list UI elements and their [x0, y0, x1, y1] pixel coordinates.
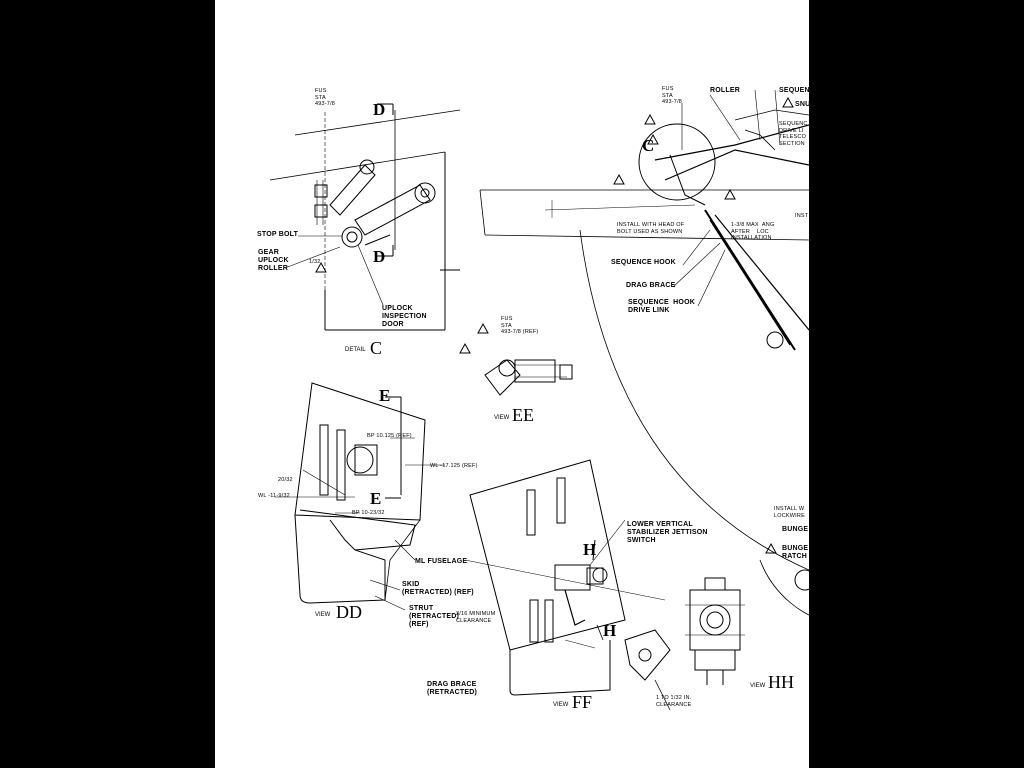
- view-ff-section-letter-top: H: [583, 540, 597, 559]
- drag-brace-retracted-label: DRAG BRACE (RETRACTED): [427, 681, 478, 696]
- min-clearance-label: 3/16 MINIMUM CLEARANCE: [456, 611, 496, 624]
- view-dd-caption-letter: DD: [336, 602, 362, 622]
- view-ff-caption-letter: FF: [572, 692, 593, 712]
- drag-brace-label: DRAG BRACE: [626, 282, 676, 289]
- bp-bottom-label: BP 10-23/32: [352, 510, 385, 516]
- sequence-telescoping-label: SEQUENC DRIVE LI TELESCO SECTION: [779, 121, 808, 147]
- view-ff-section-letter-bottom: H: [603, 621, 617, 640]
- view-ee-caption-word: VIEW: [494, 415, 510, 421]
- detail-c-section-letter-bottom: D: [373, 247, 386, 266]
- wl-left-label: WL -11-9/32: [258, 493, 290, 499]
- max-after-lock-note: 1-3/8 MAX ANG AFTER LOC INSTALLATION: [731, 222, 775, 241]
- install-bolt-note: INSTALL WITH HEAD OF BOLT USED AS SHOWN: [617, 222, 685, 235]
- wl-right-label: WL -17.125 (REF): [430, 463, 478, 469]
- view-dd-section-letter-top: E: [379, 386, 391, 405]
- view-ee-linework: [459, 322, 573, 396]
- view-hh-caption-word: VIEW: [750, 683, 766, 689]
- top-right-detail-letter: C: [642, 136, 655, 155]
- roller-label: ROLLER: [710, 87, 740, 94]
- view-dd-section-letter-bottom: E: [370, 489, 382, 508]
- top-right-linework: [479, 89, 809, 616]
- uplock-inspection-door-label: UPLOCK INSPECTION DOOR: [382, 305, 427, 328]
- bunge-label: BUNGE: [782, 526, 809, 533]
- view-dd-caption-word: VIEW: [315, 612, 331, 618]
- detail-c-caption-letter: C: [370, 338, 383, 358]
- view-ff-caption-word: VIEW: [553, 702, 569, 708]
- view-hh-clearance-label: 1 TO 1/32 IN. CLEARANCE: [656, 695, 692, 708]
- install-lockwire-label: INSTALL W LOCKWIRE: [774, 506, 805, 519]
- detail-c-caption-word: DETAIL: [345, 347, 366, 353]
- sequence-hook-label: SEQUENCE HOOK: [611, 259, 676, 266]
- view-dd-linework: [275, 382, 445, 611]
- detail-c-linework: [269, 103, 461, 331]
- ml-fuselage-label: ML FUSELAGE: [415, 558, 468, 565]
- detail-c-section-letter-top: D: [373, 100, 386, 119]
- bungee-ratchet-label: BUNGE RATCH: [782, 545, 809, 560]
- stabilizer-jettison-switch-label: LOWER VERTICAL STABILIZER JETTISON SWITC…: [627, 521, 708, 544]
- sequence-label: SEQUEN: [779, 87, 809, 94]
- inst-note: INST: [795, 213, 809, 219]
- bp-top-label: BP 10.125 (REF): [367, 433, 412, 439]
- gear-uplock-roller-label: GEAR UPLOCK ROLLER: [258, 249, 289, 272]
- sequence-hook-drive-link-label: SEQUENCE HOOK DRIVE LINK: [628, 299, 695, 314]
- view-ee-caption-letter: EE: [512, 405, 534, 425]
- dim-left-label: 20/32: [278, 477, 293, 483]
- view-ff-linework: [464, 459, 671, 711]
- drawing-sheet: FUS STA 493-7/8 D STOP BOLT GEAR UPLOCK …: [215, 0, 809, 768]
- strut-label: STRUT (RETRACTED) (REF): [409, 605, 460, 628]
- technical-drawing: [269, 89, 809, 711]
- view-hh-linework: [685, 577, 745, 685]
- snub-label: SNU: [795, 101, 809, 108]
- detail-c-clearance: 1/32: [309, 259, 321, 265]
- view-hh-caption-letter: HH: [768, 672, 794, 692]
- skid-label: SKID (RETRACTED) (REF): [402, 581, 474, 596]
- stop-bolt-label: STOP BOLT: [257, 231, 299, 238]
- detail-c-station-label: FUS STA 493-7/8: [315, 88, 336, 107]
- view-ee-station-label: FUS STA 493-7/8 (REF): [501, 316, 539, 335]
- top-right-station-label: FUS STA 493-7/8: [662, 86, 683, 105]
